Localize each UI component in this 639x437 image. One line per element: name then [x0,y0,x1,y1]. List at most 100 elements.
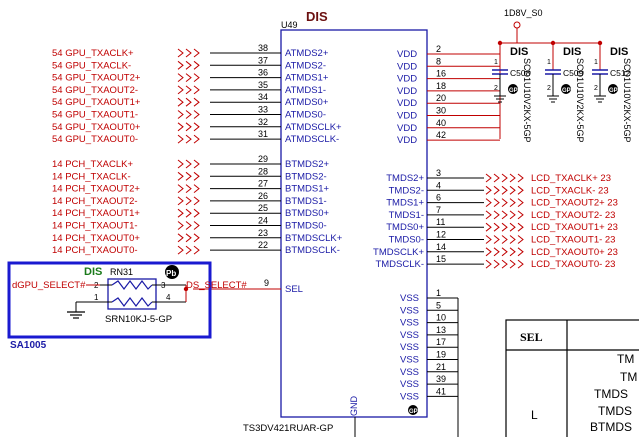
pin-number: 35 [258,80,268,90]
net-label: 54 GPU_TXACLK+ [52,48,134,59]
cap-part: SCD1U10V2KX-5GP [522,58,532,143]
pin-number: 4 [436,180,441,190]
rn31-box [7,261,212,339]
pin-name: VSS [400,379,419,390]
pin-number: 20 [436,93,446,103]
pin-name: VSS [400,293,419,304]
net-label: 14 PCH_TXAOUT1- [52,221,138,232]
pin-number: 23 [258,228,268,238]
cap-tag: DIS [563,46,581,58]
power-label: 1D8V_S0 [504,8,543,18]
cap-part: SCD1U10V2KX-5GP [622,58,632,143]
cap-ref: C509 [563,68,584,78]
rn31-tag: DIS [84,266,102,278]
pin-name: VDD [397,123,417,134]
vdd-pin-row: VDD 42 [397,130,500,146]
pin-name: VSS [400,330,419,341]
net-label: LCD_TXAOUT0- 23 [531,259,615,270]
pin-name: VSS [400,367,419,378]
pin-name: TMDS1+ [386,198,424,209]
gp-symbol: GP [561,84,571,94]
vss-pin-row: VSS 19 [400,350,458,366]
table-cell: BTMDS [590,420,632,434]
pin-name: TMDSCLK+ [373,247,424,258]
net-label: 14 PCH_TXAOUT2- [52,196,138,207]
pin-name: VSS [400,355,419,366]
pin-number: 14 [436,242,446,252]
net-label: LCD_TXAOUT2+ 23 [531,198,618,209]
pin-name: TMDSCLK- [375,259,424,270]
vss-pin-row: VSS 1 [400,288,458,304]
pin-name: ATMDS0- [285,110,326,121]
pin-number: 12 [436,230,446,240]
pin-number: 2 [436,44,441,54]
rn31-pin4: 4 [166,293,171,302]
pin-number: 19 [436,350,446,360]
pin-number: 6 [436,193,441,203]
pin-name: VDD [397,49,417,60]
gp-symbol: GP [408,405,418,415]
table-header-sel: SEL [520,330,543,344]
net-label: 54 GPU_TXAOUT1- [52,110,138,121]
pin-number: 5 [436,300,441,310]
pin-number: 31 [258,129,268,139]
pin-number: 24 [258,216,268,226]
svg-text:GP: GP [609,88,618,94]
pin-number: 8 [436,56,441,66]
pin-name: BTMDS1+ [285,184,330,195]
pin-name: ATMDS1- [285,85,326,96]
pin-name: VSS [400,391,419,402]
pin-name: VDD [397,61,417,72]
pin-number: 3 [436,168,441,178]
pin-name: TMDS0- [389,235,424,246]
net-label: 54 GPU_TXAOUT1+ [52,97,141,108]
svg-text:GP: GP [409,409,418,415]
net-label: LCD_TXAOUT0+ 23 [531,247,618,258]
sel-pin-number: 9 [264,278,269,288]
pin-number: 30 [436,106,446,116]
gp-symbol: GP [508,84,518,94]
pin-name: BTMDS0- [285,221,327,232]
pin-name: VSS [400,305,419,316]
cap-pin: 1 [494,59,498,66]
cap-pin: 1 [547,59,551,66]
net-label: 14 PCH_TXACLK- [52,171,131,182]
cap-tag: DIS [510,46,528,58]
pin-number: 42 [436,130,446,140]
chip-title: DIS [306,9,328,24]
net-label: 54 GPU_TXACLK- [52,60,131,71]
ground-icon [67,311,85,319]
pin-name: VDD [397,135,417,146]
pin-number: 38 [258,43,268,53]
pin-name: ATMDS2- [285,60,326,71]
pin-number: 7 [436,205,441,215]
pin-number: 1 [436,288,441,298]
rn31-net-right: DS_SELECT# [186,280,247,291]
net-label: LCD_TXACLK+ 23 [531,173,611,184]
chip-ref: U49 [281,20,298,30]
pin-number: 26 [258,191,268,201]
table-row-label: L [531,408,538,422]
rn31-part: SRN10KJ-5-GP [105,314,172,325]
pin-name: ATMDS2+ [285,48,329,59]
cap-tag: DIS [610,46,628,58]
